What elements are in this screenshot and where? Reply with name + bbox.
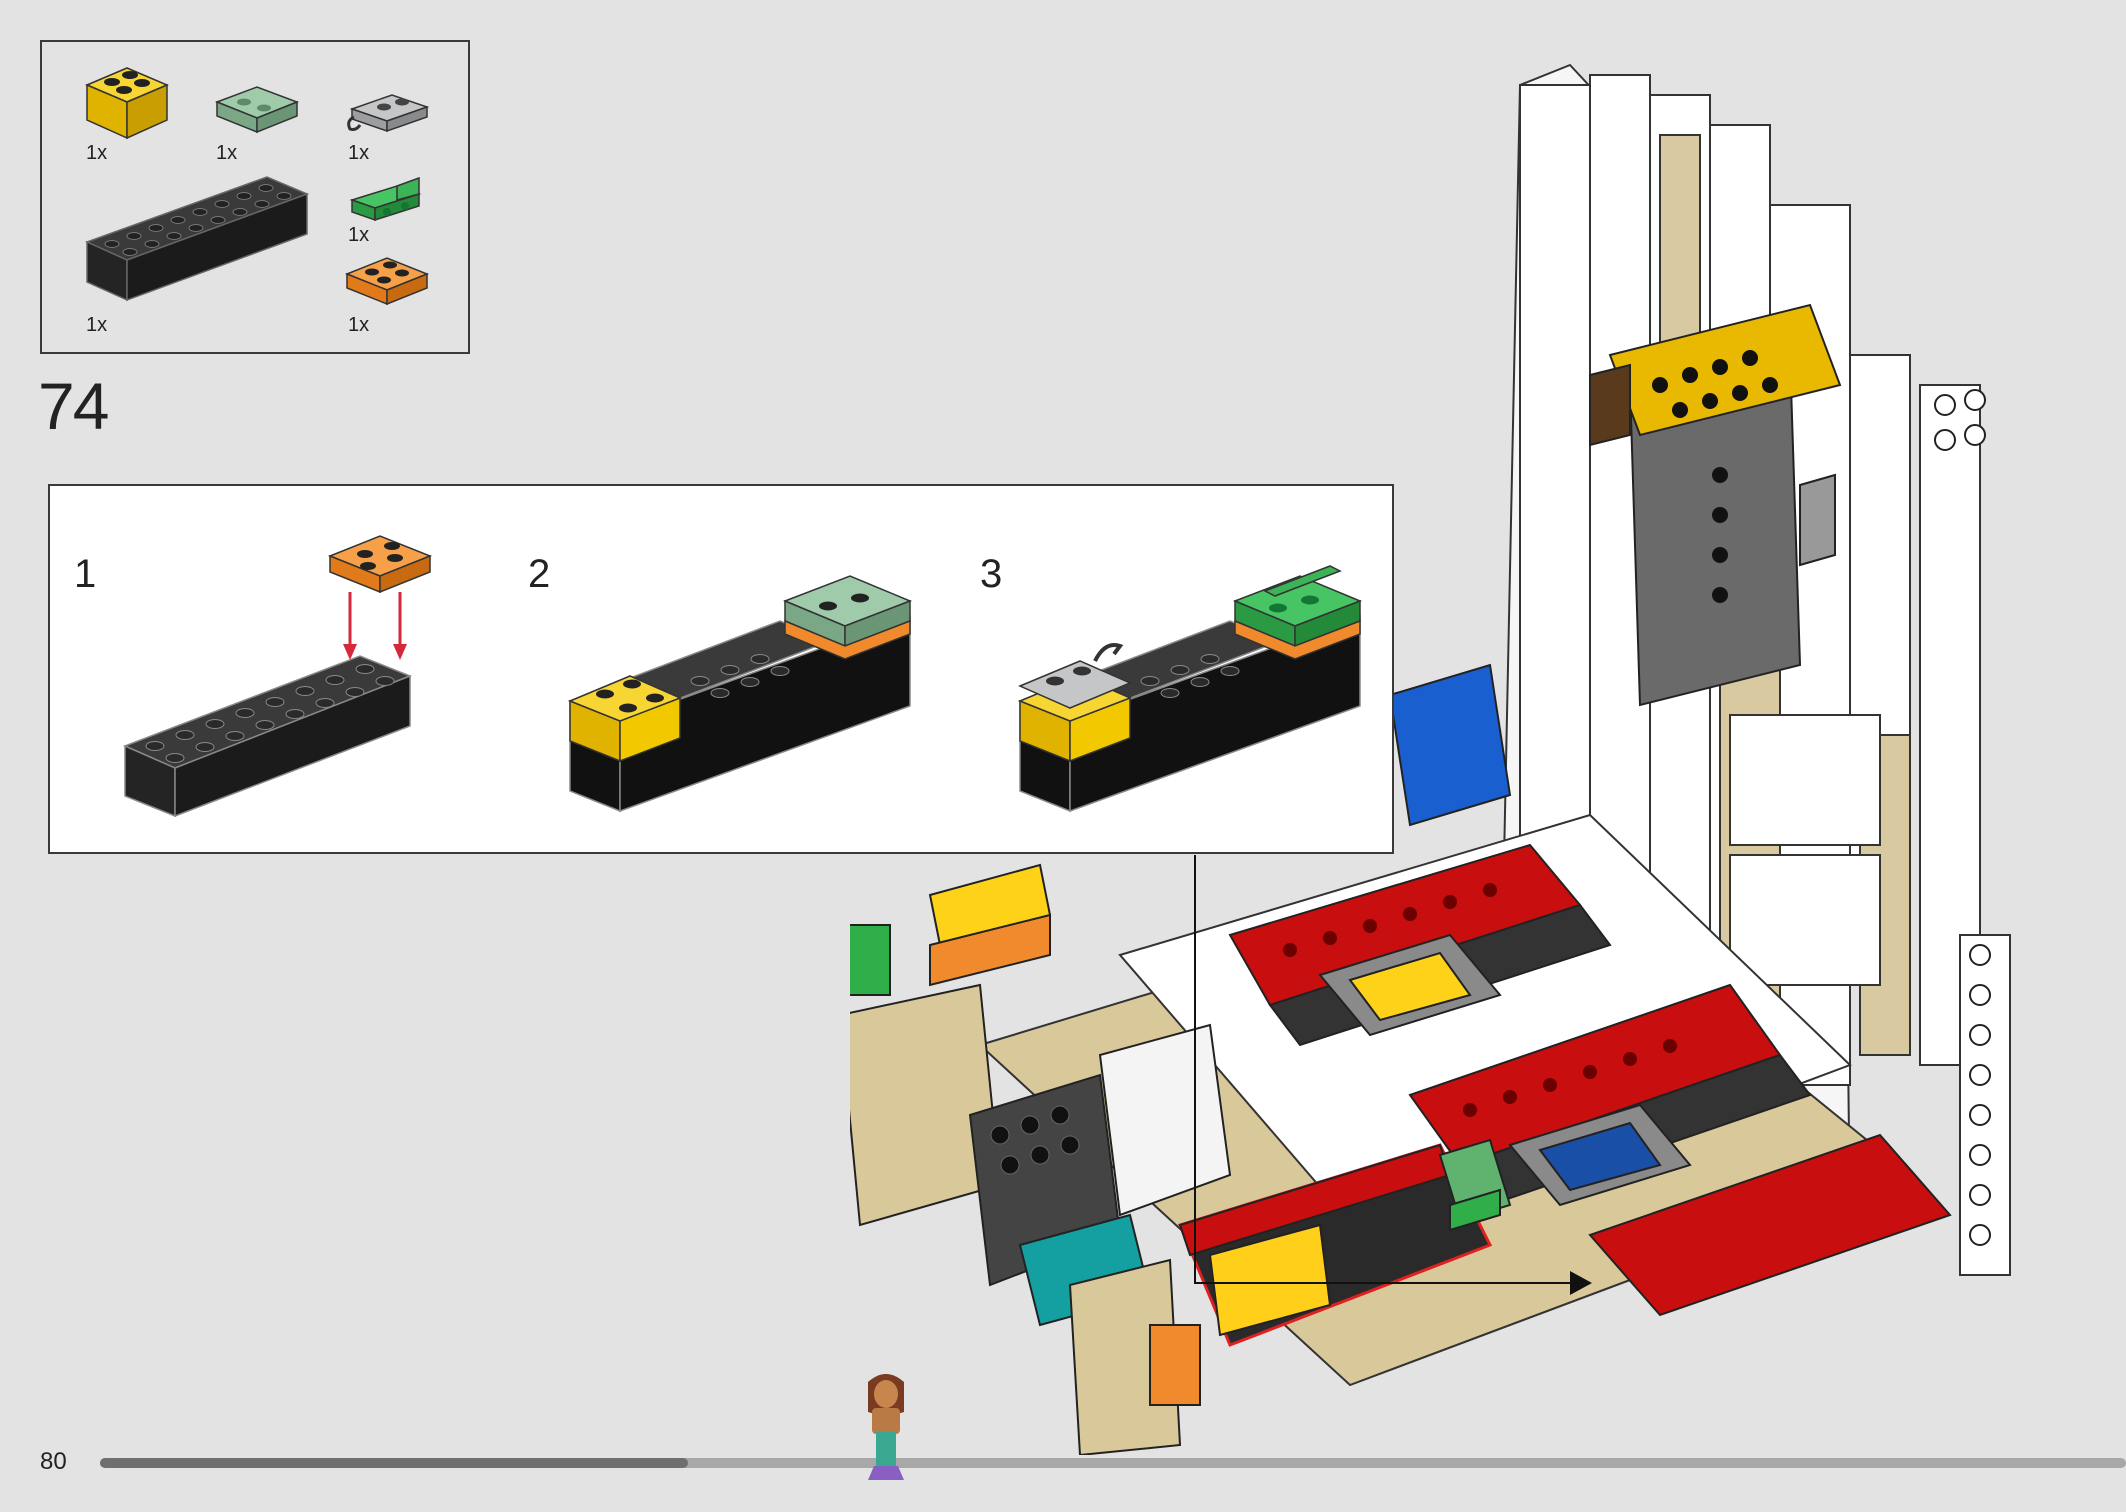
substep-number: 3: [980, 552, 1003, 596]
substep-number: 1: [74, 552, 97, 596]
part-qty: 1x: [216, 142, 238, 164]
page-number: 80: [40, 1448, 67, 1475]
grey-clip-plate-icon: [347, 94, 430, 133]
part-qty: 1x: [86, 142, 108, 164]
step-number: 74: [38, 369, 109, 443]
orange-plate-icon: [344, 257, 430, 306]
progress-bar: [100, 1458, 2126, 1468]
substep-2-illustration: [567, 575, 913, 813]
part-qty: 1x: [348, 224, 370, 246]
part-qty: 1x: [348, 314, 370, 336]
green-bracket-icon: [349, 176, 422, 222]
minifigure-icon: [868, 1374, 904, 1480]
sand-green-plate-icon: [214, 86, 300, 134]
substep-number: 2: [528, 552, 551, 596]
black-brick-icon: [85, 176, 310, 302]
part-qty: 1x: [86, 314, 108, 336]
substep-3-illustration: [1017, 565, 1363, 813]
substep-1-illustration: [123, 535, 433, 818]
main-model-illustration: [850, 63, 2011, 1455]
yellow-brick-icon: [85, 67, 169, 140]
part-qty: 1x: [348, 142, 370, 164]
parts-list-callout: 1x 1x 1x 1x 1x: [40, 40, 470, 354]
sub-assembly-panel: 1 2 3: [48, 484, 1394, 854]
progress-fill: [100, 1458, 688, 1468]
